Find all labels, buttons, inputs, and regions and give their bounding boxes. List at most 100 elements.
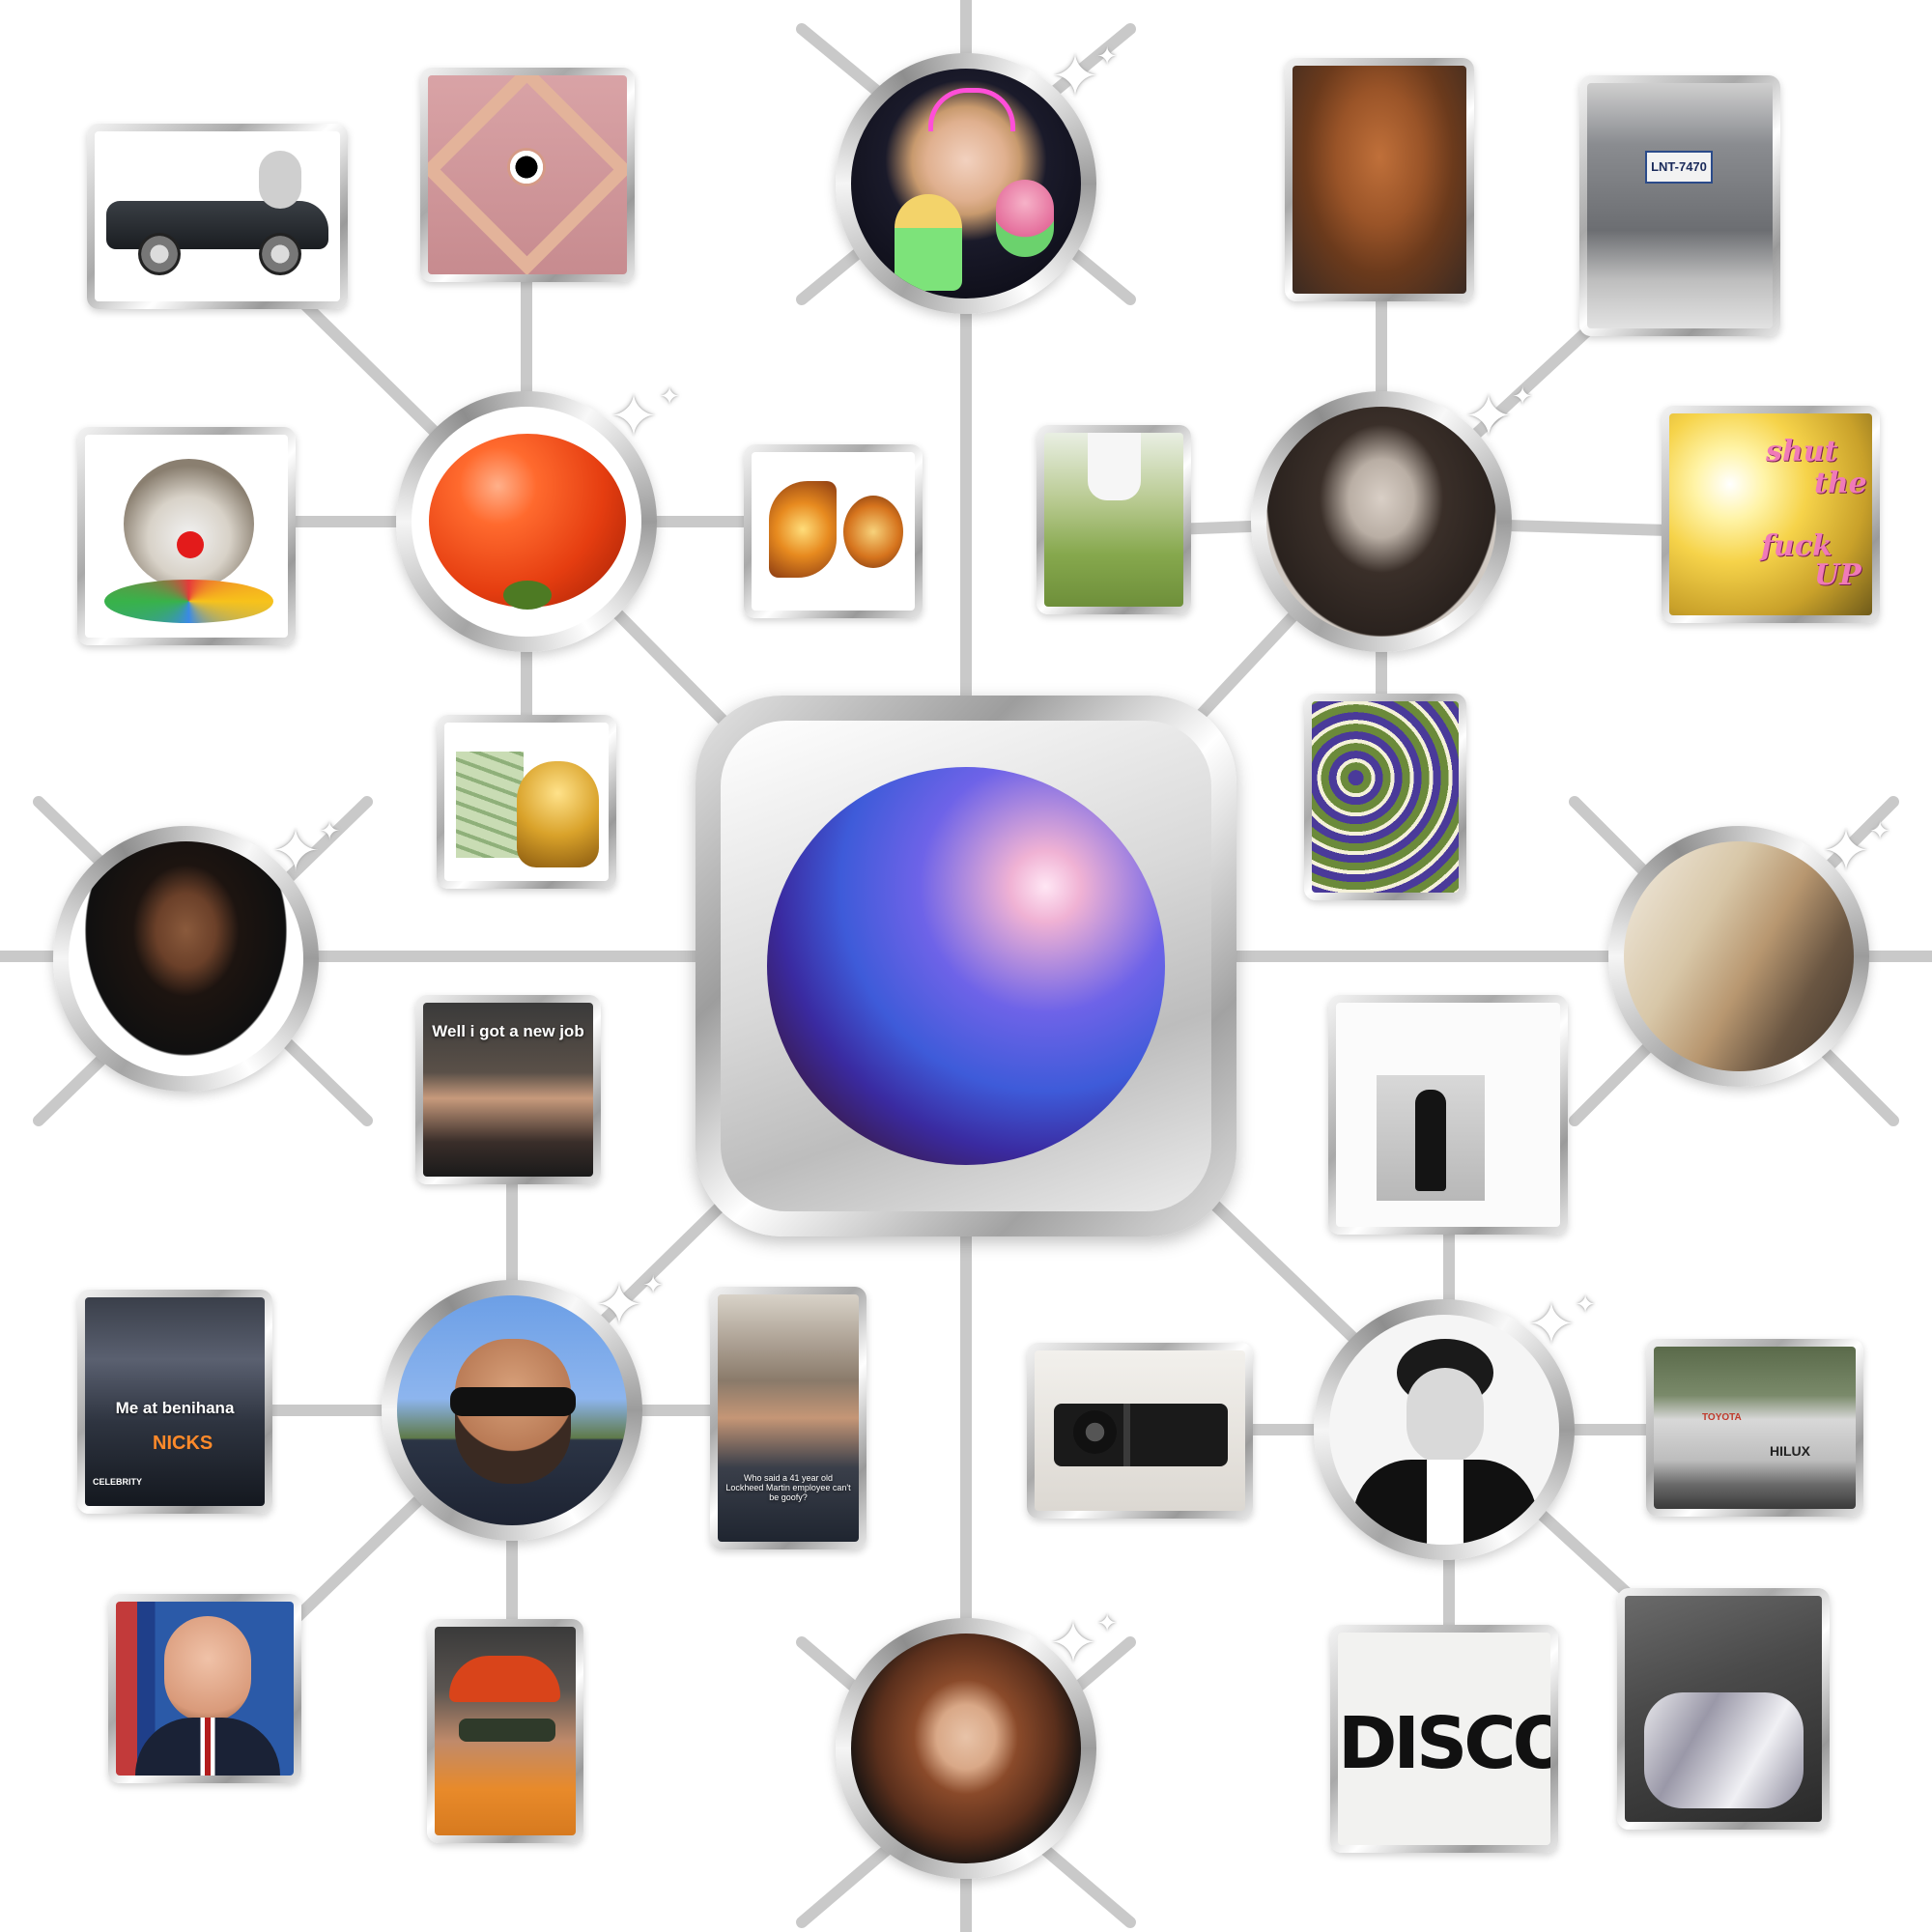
toyota-hilux-tile[interactable]: TOYOTA HILUX <box>1646 1339 1863 1517</box>
sparkle-icon: ✦ <box>1526 1292 1577 1358</box>
car-plate-tile[interactable]: LNT-7470 <box>1579 75 1780 336</box>
glasses <box>459 1719 555 1742</box>
white-dress-tile[interactable] <box>1037 425 1191 614</box>
profile-node-top[interactable]: ✦ ✦ <box>836 43 1118 314</box>
seal-driver <box>259 151 301 209</box>
camera-lens <box>1073 1410 1117 1454</box>
stfu-word-3: fuck <box>1761 529 1833 563</box>
wheel-left <box>138 233 181 275</box>
pink-ears-doodle <box>928 88 1015 131</box>
profile-node-left[interactable]: ✦ ✦ <box>53 818 340 1092</box>
hilux-label: HILUX <box>1770 1443 1810 1459</box>
profile-node-top-right[interactable]: ✦ ✦ <box>1251 384 1533 652</box>
wheel-right <box>259 233 301 275</box>
clown-ruff <box>104 580 273 623</box>
profile-node-sunglasses[interactable]: ✦ ✦ <box>382 1272 664 1541</box>
clown-cat-photo <box>85 435 288 638</box>
disco-logo: DISCO <box>1338 1702 1550 1785</box>
lowrider-car-tile[interactable] <box>87 124 348 309</box>
sparkle-icon: ✦ <box>1821 818 1871 885</box>
dog-tile[interactable] <box>1285 58 1474 301</box>
tomato-stem <box>503 581 552 610</box>
silver-pants-tile[interactable] <box>1617 1588 1830 1830</box>
toyota-label: TOYOTA <box>1702 1412 1742 1423</box>
suit <box>135 1718 280 1776</box>
profile-photo <box>1329 1315 1559 1545</box>
benihana-video-tile[interactable]: Me at benihana NICKS CELEBRITY <box>77 1290 272 1514</box>
profile-photo <box>1624 841 1854 1071</box>
silver-pants-photo <box>1625 1596 1822 1822</box>
golden-cat <box>517 761 599 867</box>
stfu-art: shut the fuck UP <box>1669 413 1872 615</box>
sparkle-icon: ✦ <box>1512 382 1533 411</box>
film-camera-tile[interactable] <box>1027 1343 1253 1519</box>
polaroid-figure-tile[interactable] <box>1328 995 1568 1235</box>
money-stack <box>456 752 524 858</box>
new-job-caption: Well i got a new job <box>432 1022 584 1040</box>
lockheed-video-tile[interactable]: Who said a 41 year old Lockheed Martin e… <box>710 1287 867 1549</box>
car-rear-photo: LNT-7470 <box>1587 83 1773 328</box>
flaming-fish-tile[interactable] <box>744 444 923 618</box>
profile-node-bottom[interactable]: ✦ ✦ <box>836 1610 1118 1879</box>
lockheed-caption: Who said a 41 year old Lockheed Martin e… <box>725 1473 851 1502</box>
profile-photo <box>397 1295 627 1525</box>
plate-text: LNT-7470 <box>1651 159 1707 174</box>
pink-monster-sticker <box>996 180 1054 257</box>
sparkle-icon: ✦ <box>1463 384 1514 450</box>
new-job-video-tile[interactable]: Well i got a new job <box>415 995 601 1184</box>
sparkle-icon: ✦ <box>1050 43 1100 110</box>
hyacinth-tile[interactable] <box>1304 694 1466 900</box>
profile-photo <box>851 69 1081 298</box>
lucky-cat-art <box>444 723 609 881</box>
sparkle-icon: ✦ <box>270 818 321 885</box>
sparkle-icon: ✦ <box>642 1270 664 1299</box>
app-icon-hub[interactable] <box>696 696 1236 1236</box>
profile-node-right[interactable]: ✦ ✦ <box>1608 818 1890 1087</box>
dress <box>1088 433 1141 500</box>
dog-photo <box>1293 66 1466 294</box>
tomato-node[interactable]: ✦ ✦ <box>396 384 680 652</box>
figure-silhouette <box>1415 1090 1446 1191</box>
benihana-caption: Me at benihana <box>115 1399 235 1417</box>
profile-node-tuxedo[interactable]: ✦ ✦ <box>1314 1292 1596 1560</box>
hyacinth-photo <box>1312 701 1459 893</box>
tomato-photo <box>412 407 641 637</box>
bears-cap-photo <box>435 1627 576 1835</box>
face <box>164 1616 251 1722</box>
orb-icon <box>767 767 1165 1165</box>
sparkle-icon: ✦ <box>1096 1608 1118 1637</box>
pants <box>1644 1692 1804 1808</box>
license-plate: LNT-7470 <box>1645 151 1713 184</box>
profile-photo <box>851 1634 1081 1863</box>
stfu-tile[interactable]: shut the fuck UP <box>1662 406 1880 623</box>
sparkle-icon: ✦ <box>594 1272 644 1339</box>
sparkle-icon: ✦ <box>319 816 340 845</box>
disco-tile[interactable]: DISCO <box>1330 1625 1558 1853</box>
hands-eye-tile[interactable] <box>420 68 635 282</box>
politician-photo <box>116 1602 294 1776</box>
politician-tile[interactable] <box>108 1594 301 1783</box>
face <box>1406 1368 1484 1464</box>
sparkle-icon: ✦ <box>1096 42 1118 71</box>
bears-cap-tile[interactable] <box>427 1619 583 1843</box>
cap <box>449 1656 560 1702</box>
cartoon-girl-sticker <box>895 194 962 291</box>
fish-right <box>843 496 903 568</box>
profile-photo <box>1266 407 1496 637</box>
knicks-text: NICKS <box>153 1433 213 1454</box>
lucky-cat-tile[interactable] <box>437 715 616 889</box>
sunglasses <box>450 1387 576 1416</box>
disco-art: DISCO <box>1338 1633 1550 1845</box>
film-camera-photo <box>1035 1350 1245 1511</box>
benihana-frame: Me at benihana NICKS CELEBRITY <box>85 1297 265 1506</box>
hands-eye-art <box>428 75 627 274</box>
clown-cat-tile[interactable] <box>77 427 296 645</box>
sparkle-icon: ✦ <box>1048 1610 1098 1677</box>
stfu-word-2: the <box>1814 467 1867 500</box>
clown-nose <box>177 531 204 558</box>
eye <box>507 148 546 186</box>
lowrider-photo <box>95 131 340 301</box>
tuxedo <box>1353 1460 1537 1545</box>
celebrity-badge: CELEBRITY <box>93 1477 143 1487</box>
sparkle-icon: ✦ <box>659 382 680 411</box>
